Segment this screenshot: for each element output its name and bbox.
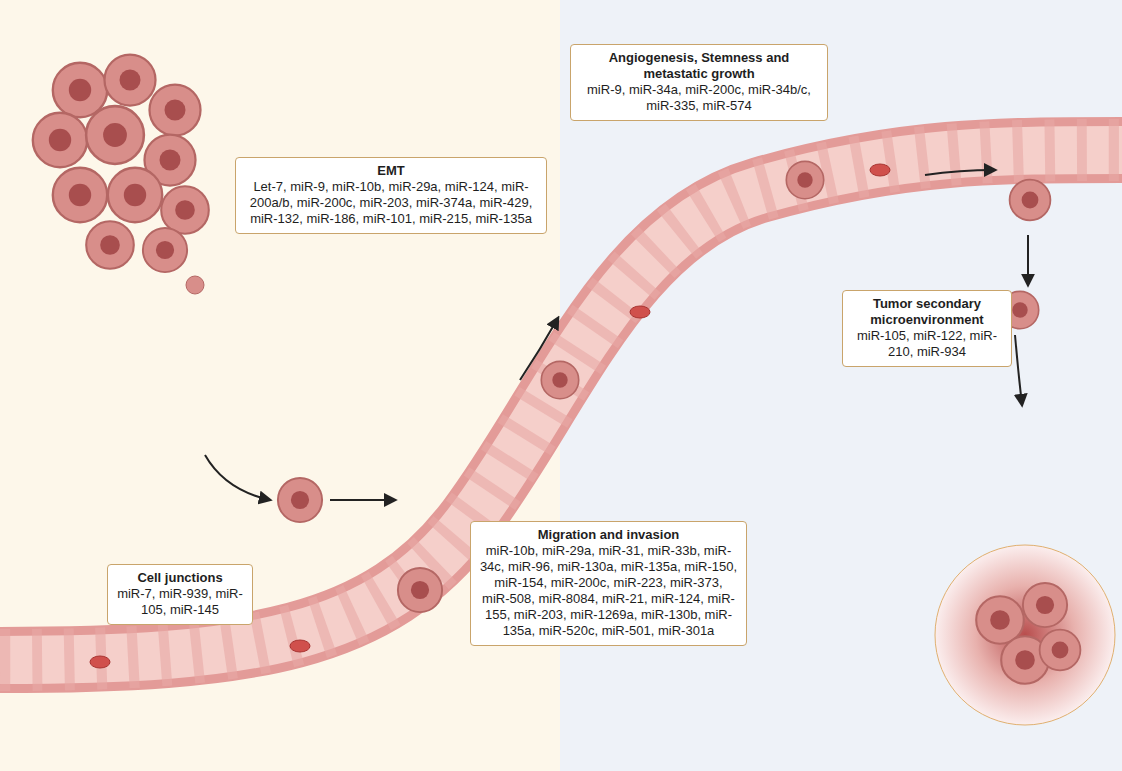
flow-arrows <box>205 170 1028 500</box>
circulating-cell <box>541 361 578 398</box>
box-heading: Angiogenesis, Stemness and metastatic gr… <box>579 50 819 82</box>
box-heading: EMT <box>244 163 538 179</box>
mirna-box: Cell junctionsmiR-7, miR-939, miR-105, m… <box>107 564 253 625</box>
box-heading: Tumor secondary microenvironment <box>851 296 1003 328</box>
background-right <box>560 0 1122 771</box>
circulating-cell <box>786 161 823 198</box>
mirna-list: miR-10b, miR-29a, miR-31, miR-33b, miR-3… <box>479 543 738 639</box>
mirna-box: Tumor secondary microenvironmentmiR-105,… <box>842 290 1012 367</box>
mirna-list: miR-7, miR-939, miR-105, miR-145 <box>116 586 244 618</box>
mirna-box: EMTLet-7, miR-9, miR-10b, miR-29a, miR-1… <box>235 157 547 234</box>
box-heading: Migration and invasion <box>479 527 738 543</box>
mirna-box: Migration and invasionmiR-10b, miR-29a, … <box>470 521 747 646</box>
mirna-box: Angiogenesis, Stemness and metastatic gr… <box>570 44 828 121</box>
metastatic-tumor <box>976 583 1080 684</box>
metastatic-site <box>935 545 1115 725</box>
migrating-cell <box>278 478 322 522</box>
mirna-list: miR-105, miR-122, miR-210, miR-934 <box>851 328 1003 360</box>
mirna-list: Let-7, miR-9, miR-10b, miR-29a, miR-124,… <box>244 179 538 227</box>
mirna-list: miR-9, miR-34a, miR-200c, miR-34b/c, miR… <box>579 82 819 114</box>
extravasating-cell <box>1010 180 1051 221</box>
primary-tumor <box>33 55 209 295</box>
intravasating-cell <box>398 568 442 612</box>
red-blood-cells <box>90 164 890 668</box>
box-heading: Cell junctions <box>116 570 244 586</box>
